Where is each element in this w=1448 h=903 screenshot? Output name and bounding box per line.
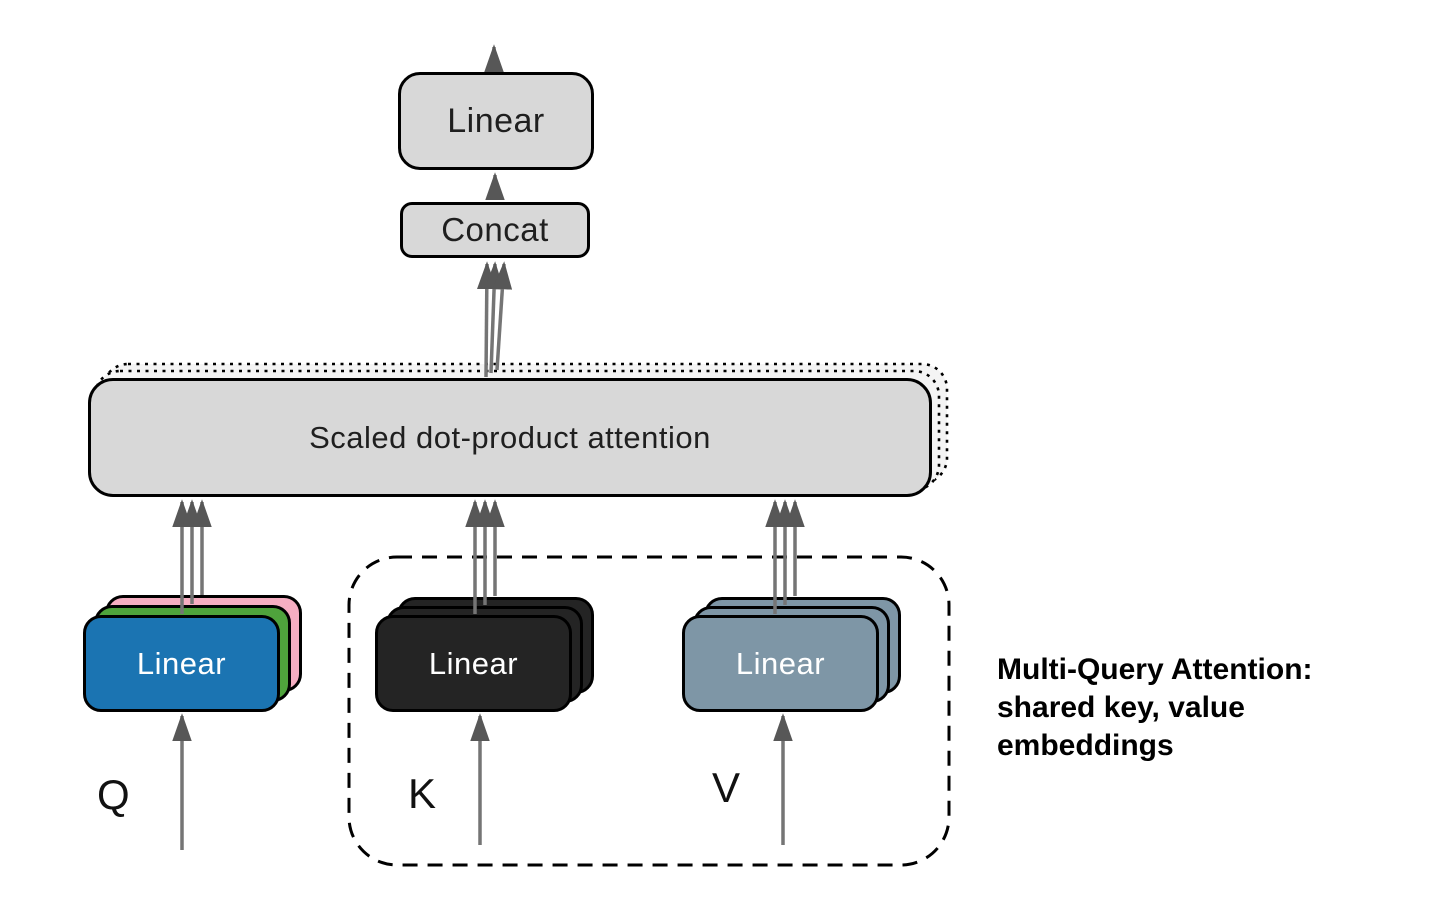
v-input-label: V bbox=[712, 764, 741, 811]
caption-line-1: Multi-Query Attention: bbox=[997, 653, 1313, 686]
multi-query-attention-caption: Multi-Query Attention: shared key, value… bbox=[997, 651, 1437, 765]
k-input-label: K bbox=[408, 770, 437, 817]
attention-to-concat-arrows bbox=[476, 261, 513, 378]
q-linear-label: Linear bbox=[136, 645, 227, 681]
q-linear-box: Linear bbox=[83, 615, 280, 712]
q-input-label: Q bbox=[97, 771, 130, 818]
attention-label: Scaled dot-product attention bbox=[309, 419, 711, 455]
caption-line-2: shared key, value bbox=[997, 691, 1245, 724]
concat-label: Concat bbox=[441, 211, 549, 248]
output-linear-box: Linear bbox=[398, 72, 594, 170]
caption-line-3: embeddings bbox=[997, 729, 1174, 762]
concat-box: Concat bbox=[400, 202, 590, 258]
scaled-dot-product-attention-box: Scaled dot-product attention bbox=[88, 378, 932, 497]
v-linear-label: Linear bbox=[735, 645, 826, 681]
k-linear-label: Linear bbox=[428, 645, 519, 681]
output-linear-label: Linear bbox=[447, 101, 545, 140]
v-linear-box: Linear bbox=[682, 615, 879, 712]
k-linear-box: Linear bbox=[375, 615, 572, 712]
